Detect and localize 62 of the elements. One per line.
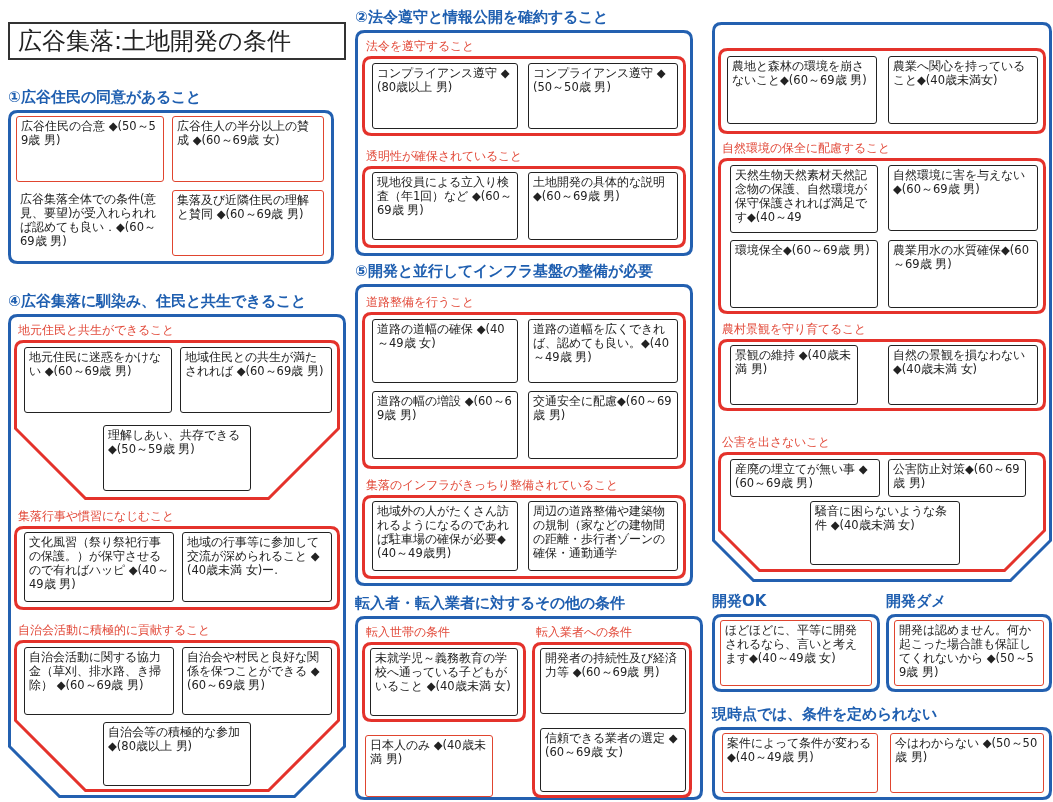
comment-card: 周辺の道路整備や建築物の規制（家などの建物間の距離・歩行者ゾーンの確保・通勤通学: [528, 501, 678, 571]
comment-text: 広谷集落全体での条件(意見、要望)が受入れられれば認めても良い．◆(60～69歳 男): [16, 190, 166, 260]
group-heading: 道路整備を行うこと: [366, 294, 474, 311]
group-heading: 法令を遵守すること: [366, 38, 474, 55]
comment-card: 自治会等の積極的な参加 ◆(80歳以上 男): [103, 722, 251, 786]
comment-card: 自然の景観を損なわない ◆(40歳未満 女): [888, 345, 1038, 405]
comment-card: 未就学児～義務教育の学校へ通っている子どもがいること ◆(40歳未満 女): [370, 648, 518, 716]
group-heading: 公害を出さないこと: [722, 434, 830, 451]
comment-card: 理解しあい、共存できる ◆(50～59歳 男): [103, 425, 251, 491]
comment-card: 信頼できる業者の選定 ◆(60～69歳 女): [540, 728, 686, 792]
comment-card: 騒音に困らないような条件 ◆(40歳未満 女): [810, 501, 960, 565]
section-heading: ⑤開発と並行してインフラ基盤の整備が必要: [355, 261, 653, 282]
comment-card: 集落及び近隣住民の理解と賛同 ◆(60～69歳 男): [172, 190, 324, 256]
group-heading: 農村景観を守り育てること: [722, 321, 866, 338]
title-box: 広谷集落:土地開発の条件: [8, 22, 346, 60]
comment-card: ほどほどに、平等に開発されるなら、言いと考えます◆(40～49歳 女): [720, 620, 872, 686]
comment-card: 自治会や村民と良好な関係を保つことができる ◆(60～69歳 男): [182, 647, 332, 715]
group-heading: 地元住民と共生ができること: [18, 322, 174, 339]
group-heading: 集落のインフラがきっちり整備されていること: [366, 477, 618, 494]
section-heading: 転入者・転入業者に対するその他の条件: [355, 593, 625, 614]
group-heading: 転入世帯の条件: [366, 624, 450, 641]
comment-card: 地域住民との共生が満たされれば ◆(60～69歳 男): [180, 347, 332, 413]
group-heading: 転入業者への条件: [536, 624, 632, 641]
comment-card: 開発は認めません。何か起こった場合誰も保証してくれないから ◆(50～59歳 男): [894, 620, 1044, 686]
comment-card: 地元住民に迷惑をかけない ◆(60～69歳 男): [24, 347, 172, 413]
section-heading: ②法令遵守と情報公開を確約すること: [355, 7, 608, 28]
group-heading: 集落行事や慣習になじむこと: [18, 508, 174, 525]
comment-card: 現地役員による立入り検査（年1回）など ◆(60～69歳 男): [372, 172, 518, 240]
comment-card: 道路の道幅を広くできれば、認めても良い。◆(40～49歳 男): [528, 319, 678, 383]
group-heading: 自然環境の保全に配慮すること: [722, 140, 890, 157]
comment-card: 天然生物天然素材天然記念物の保護、自然環境が保守保護されれば満足です◆(40～49: [730, 165, 878, 233]
group-heading: 自治会活動に積極的に貢献すること: [18, 622, 210, 639]
comment-card: 広谷住民の合意 ◆(50～59歳 男): [16, 116, 164, 182]
comment-card: 産廃の埋立てが無い事 ◆(60～69歳 男): [730, 459, 880, 497]
comment-card: 地域の行事等に参加して交流が深められること ◆(40歳未満 女)ー.: [182, 532, 332, 602]
comment-card: 農業へ関心を持っていること◆(40歳未満女): [888, 56, 1038, 124]
comment-card: 道路の道幅の確保 ◆(40～49歳 女): [372, 319, 518, 383]
comment-card: コンプライアンス遵守 ◆(80歳以上 男): [372, 63, 518, 129]
comment-card: 交通安全に配慮◆(60～69歳 男): [528, 391, 678, 459]
comment-card: 農地と森林の環境を崩さないこと◆(60～69歳 男): [727, 56, 877, 124]
group-heading: 透明性が確保されていること: [366, 148, 522, 165]
section-heading: 現時点では、条件を定められない: [712, 704, 937, 725]
section-heading: ①広谷住民の同意があること: [8, 87, 201, 108]
comment-card: 景観の維持 ◆(40歳未満 男): [730, 345, 858, 405]
section-heading: 開発OK: [712, 591, 767, 612]
comment-card: 今はわからない ◆(50～50歳 男): [890, 733, 1044, 793]
comment-card: 自治会活動に関する協力金（草刈、排水路、き掃除） ◆(60～69歳 男): [24, 647, 174, 715]
comment-card: 広谷住人の半分以上の賛成 ◆(60～69歳 女): [172, 116, 324, 182]
comment-card: 案件によって条件が変わる ◆(40～49歳 男): [722, 733, 878, 793]
comment-card: 文化風習（祭り祭祀行事の保護。）が保守させるので有ればハッピ ◆(40～49歳 男): [24, 532, 174, 602]
comment-card: 開発者の持続性及び経済力等 ◆(60～69歳 男): [540, 648, 686, 714]
comment-card: コンプライアンス遵守 ◆(50～50歳 男): [528, 63, 678, 129]
comment-card: 道路の幅の増設 ◆(60～69歳 男): [372, 391, 518, 459]
comment-card: 土地開発の具体的な説明 ◆(60～69歳 男): [528, 172, 678, 240]
comment-card: 環境保全◆(60～69歳 男): [730, 240, 878, 308]
section-heading: ④広谷集落に馴染み、住民と共生できること: [8, 291, 306, 312]
comment-card: 公害防止対策◆(60～69歳 男): [888, 459, 1026, 497]
section-heading: 開発ダメ: [886, 591, 946, 612]
comment-card: 日本人のみ ◆(40歳未満 男): [365, 735, 493, 797]
comment-card: 地域外の人がたくさん訪れるようになるのであれば駐車場の確保が必要◆(40～49歳男): [372, 501, 518, 571]
comment-card: 自然環境に害を与えない ◆(60～69歳 男): [888, 165, 1038, 231]
comment-card: 農業用水の水質確保◆(60～69歳 男): [888, 240, 1038, 308]
